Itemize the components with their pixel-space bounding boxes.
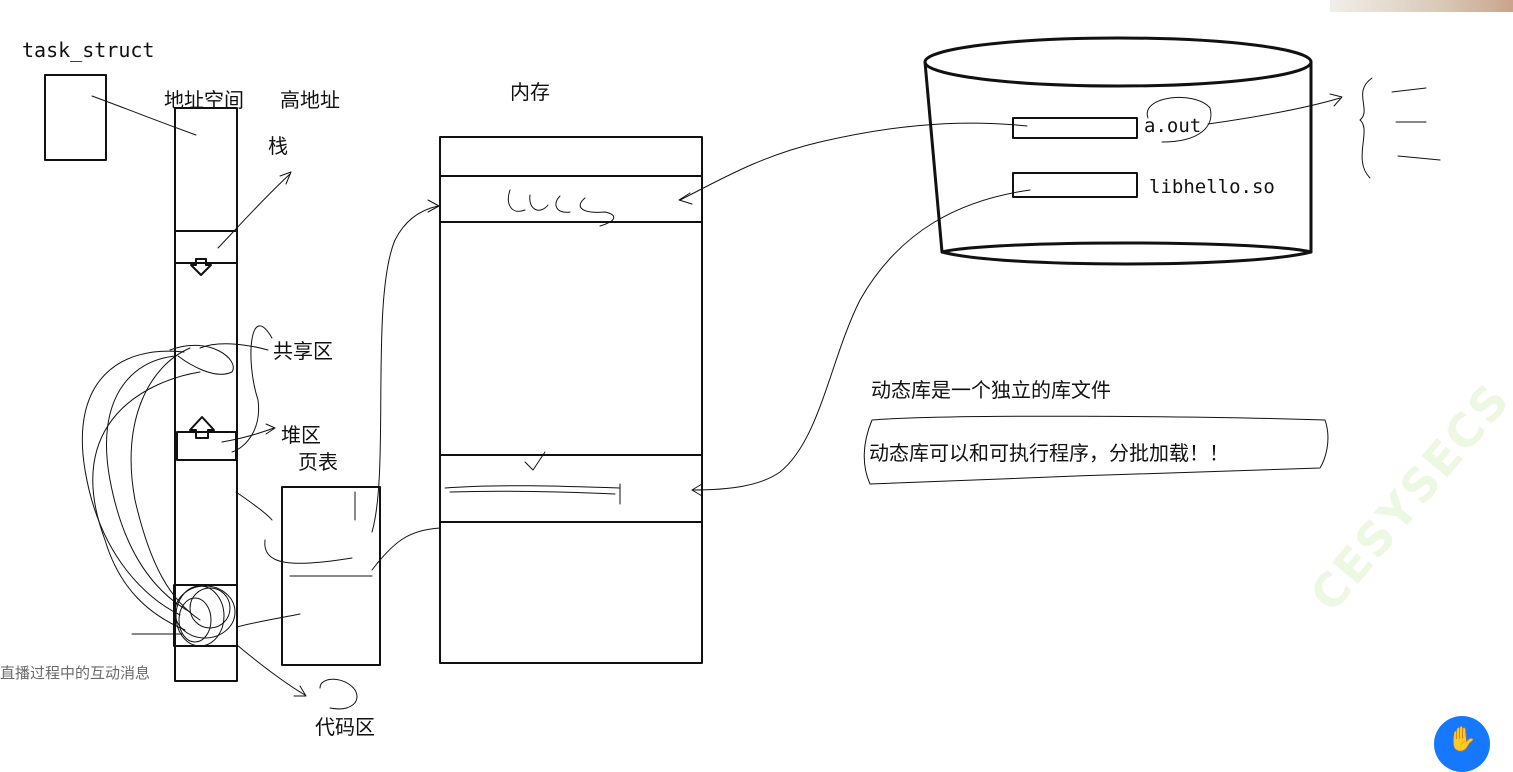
note-highlight — [863, 415, 1329, 485]
disk-top — [923, 36, 1313, 88]
memory-lib-line — [444, 483, 621, 505]
note-line-1: 动态库是一个独立的库文件 — [871, 378, 1111, 402]
libhello-file-box — [1012, 172, 1138, 198]
stack-down-arrow-icon — [190, 258, 212, 276]
heap-label: 堆区 — [281, 423, 321, 447]
stack-label: 栈 — [268, 134, 288, 158]
code-segment — [173, 584, 238, 647]
memory-scribble — [507, 189, 615, 227]
arrow-task-to-space — [91, 95, 197, 136]
arrow-shared — [199, 343, 269, 351]
arrow-lib-to-memory — [691, 189, 1031, 491]
heap-to-pagetable — [235, 491, 273, 521]
loop-scribble-5 — [92, 371, 201, 631]
page-table-box — [281, 486, 381, 666]
brace-scribble — [1359, 77, 1373, 179]
aout-arrow-right — [1207, 97, 1341, 125]
arrow-code-right — [236, 613, 301, 628]
code-region-label: 代码区 — [315, 715, 375, 739]
raise-hand-button[interactable]: ✋ — [1434, 716, 1490, 772]
memory-check — [524, 451, 546, 471]
page-table-mark — [264, 539, 353, 564]
loop-scribble-2 — [106, 355, 191, 613]
heap-up-arrow-icon — [189, 416, 215, 439]
memory-box — [439, 136, 703, 664]
code-scribble — [174, 585, 236, 639]
aout-circle — [1146, 96, 1212, 143]
arrow-pt-to-mem-top — [371, 205, 439, 533]
arrow-aout-to-memory — [679, 122, 1028, 201]
note-line-2: 动态库可以和可执行程序，分批加载！！ — [869, 441, 1229, 465]
shared-curve — [231, 325, 273, 453]
code-region-circle — [319, 678, 358, 710]
libhello-label: libhello.so — [1149, 176, 1275, 198]
task-struct-box — [44, 74, 107, 161]
address-space-column — [174, 107, 238, 682]
aout-file-box — [1012, 117, 1138, 139]
loop-scribble-3 — [130, 347, 201, 621]
diagram-canvas — [44, 36, 1441, 710]
loop-scribble-4 — [169, 344, 234, 375]
webcam-thumbnail — [1330, 0, 1513, 12]
memory-label: 内存 — [510, 80, 550, 104]
task-struct-label: task_struct — [22, 38, 155, 62]
hand-icon: ✋ — [1447, 725, 1477, 753]
disk-bottom — [940, 241, 1313, 266]
arrow-pt-to-mem-lib — [371, 527, 441, 571]
arrow-stack — [217, 173, 291, 249]
shared-region-label: 共享区 — [273, 339, 333, 363]
heap-segment — [176, 431, 237, 461]
page-table-label: 页表 — [298, 450, 338, 474]
address-space-label: 地址空间 — [164, 88, 244, 112]
live-messages-toast[interactable]: 直播过程中的互动消息 — [0, 662, 151, 683]
loop-scribble-1 — [81, 350, 185, 616]
arrow-code-down — [236, 644, 306, 696]
high-address-label: 高地址 — [280, 88, 340, 112]
aout-label: a.out — [1144, 115, 1202, 137]
